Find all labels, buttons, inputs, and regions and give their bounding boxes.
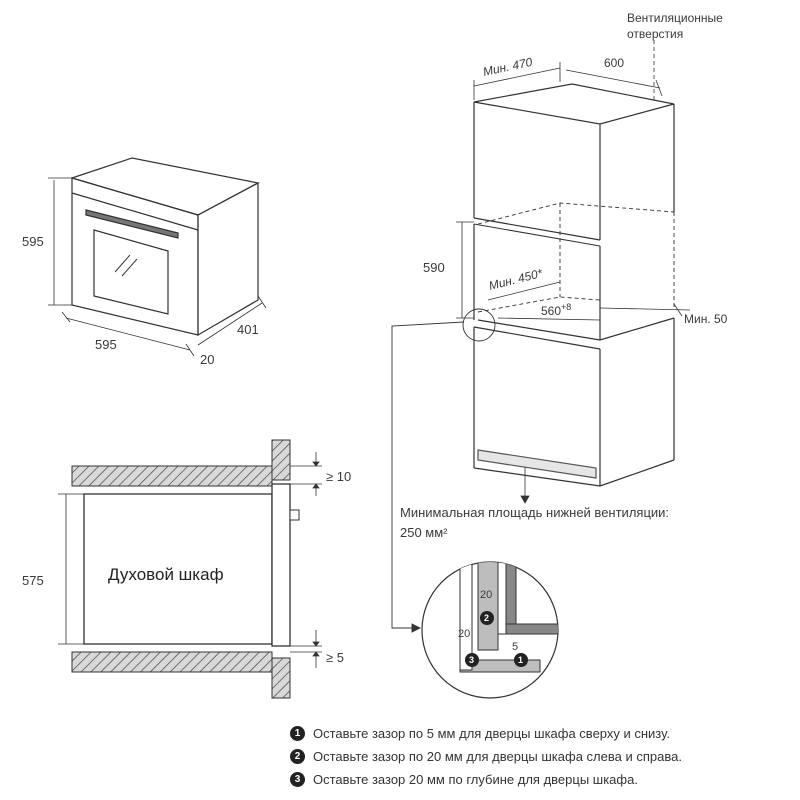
detail-gap-b: 20 — [458, 628, 470, 640]
cabinet-column — [473, 83, 675, 487]
vent-holes-label-line1: Вентиляционные — [627, 11, 723, 25]
oven-top-face — [69, 157, 260, 216]
gap-bottom-label: ≥ 5 — [326, 650, 344, 665]
detail-gap-a: 20 — [480, 589, 492, 601]
note-badge: 1 — [290, 726, 305, 741]
detail-badge-1: 1 — [518, 655, 523, 665]
note-badge: 3 — [290, 772, 305, 787]
detail-leader — [391, 308, 496, 633]
column-width-label: 600 — [604, 56, 624, 70]
oven-side-face — [197, 182, 259, 337]
column-dimension-lines — [456, 40, 691, 504]
oven-iso-view — [69, 157, 260, 337]
oven-window — [93, 229, 169, 315]
note-item: 3 Оставьте зазор 20 мм по глубине для дв… — [290, 768, 682, 791]
bottom-shelf — [71, 651, 273, 673]
note-text: Оставьте зазор по 5 мм для дверцы шкафа … — [313, 726, 670, 741]
oven-handle — [85, 209, 179, 239]
niche-width-label: 560+8 — [541, 302, 571, 318]
oven-door-offset-label: 20 — [200, 352, 214, 367]
oven-knob — [289, 509, 300, 521]
top-shelf — [71, 465, 273, 487]
note-text: Оставьте зазор 20 мм по глубине для двер… — [313, 772, 638, 787]
detail-gap-c: 5 — [512, 641, 518, 653]
niche-height-label: 590 — [423, 260, 445, 275]
bottom-vent-label-line2: 250 мм² — [400, 525, 448, 540]
cabinet-door-bottom — [271, 657, 291, 699]
side-height-label: 575 — [22, 573, 44, 588]
gap-top-label: ≥ 10 — [326, 469, 351, 484]
oven-body — [83, 493, 273, 645]
detail-badge-2: 2 — [484, 613, 489, 623]
min-back-gap-label: Мин. 50 — [684, 312, 728, 326]
cabinet-door-top — [271, 439, 291, 481]
min-niche-depth-label: Мин. 450* — [487, 266, 544, 293]
note-item: 1 Оставьте зазор по 5 мм для дверцы шкаф… — [290, 722, 682, 745]
oven-dimension-lines — [48, 177, 267, 357]
note-item: 2 Оставьте зазор по 20 мм для дверцы шка… — [290, 745, 682, 768]
oven-depth-label: 401 — [237, 322, 259, 337]
oven-label: Духовой шкаф — [108, 565, 224, 584]
detail-badge-3: 3 — [469, 655, 474, 665]
oven-door — [271, 483, 291, 647]
column-top — [473, 83, 675, 125]
installation-notes: 1 Оставьте зазор по 5 мм для дверцы шкаф… — [290, 722, 682, 791]
oven-control-panel-line — [71, 192, 199, 231]
note-badge: 2 — [290, 749, 305, 764]
gap-detail-circle: 20 20 5 2 3 1 — [421, 561, 559, 699]
side-dimension-lines — [58, 452, 322, 668]
oven-height-label: 595 — [22, 234, 44, 249]
bottom-vent-opening — [477, 449, 597, 479]
vent-holes-label-line2: отверстия — [627, 27, 683, 41]
oven-width-label: 595 — [95, 337, 117, 352]
note-text: Оставьте зазор по 20 мм для дверцы шкафа… — [313, 749, 682, 764]
oven-front-face — [71, 177, 199, 336]
side-section-view — [71, 439, 300, 699]
bottom-vent-label-line1: Минимальная площадь нижней вентиляции: — [400, 505, 669, 520]
